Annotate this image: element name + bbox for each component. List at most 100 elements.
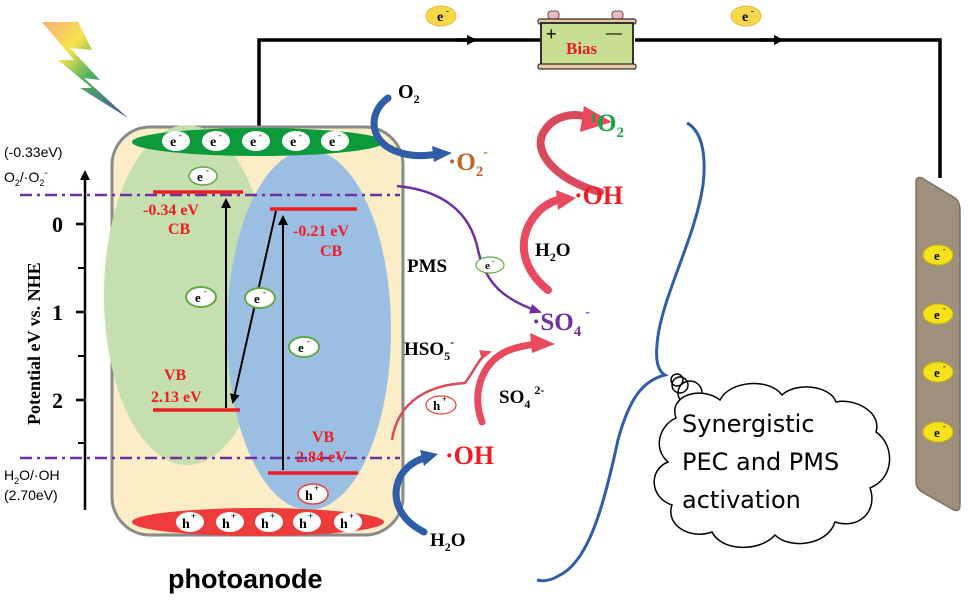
- cloud-line-3: activation: [682, 486, 801, 514]
- svg-text:-: -: [204, 287, 207, 296]
- plus-sign: +: [546, 24, 557, 44]
- cloud-shape: [653, 382, 891, 549]
- free-hole: h+: [297, 483, 329, 505]
- svg-text:h: h: [261, 517, 269, 532]
- water-oxidation-arrow: [392, 454, 428, 536]
- svg-text:h: h: [433, 398, 441, 413]
- cathode-electron: e -: [922, 303, 954, 325]
- pms-activation-arrow: [396, 184, 542, 314]
- svg-text:+: +: [314, 483, 319, 493]
- free-electron: e-: [188, 166, 218, 186]
- external-circuit: [257, 35, 942, 178]
- minus-sign: —: [606, 25, 622, 42]
- svg-text:e: e: [298, 340, 304, 355]
- free-electron: e-: [185, 286, 217, 308]
- synergy-brace: [536, 121, 706, 583]
- svg-text:e: e: [329, 135, 335, 150]
- arrow-head-icon: [420, 450, 438, 466]
- svg-text:h: h: [340, 517, 348, 532]
- svg-text:-: -: [179, 131, 182, 140]
- svg-text:+: +: [308, 511, 313, 521]
- left-cb-label: CB: [168, 221, 191, 238]
- svg-text:-: -: [299, 131, 302, 140]
- photoanode-caption: photoanode: [168, 564, 322, 594]
- svg-text:+: +: [191, 511, 196, 521]
- right-cb-value: -0.21 eV: [293, 223, 349, 240]
- wire-electron-1: e -: [425, 5, 457, 27]
- hso5-label: HSO5-: [404, 335, 454, 363]
- cathode-electron: e -: [922, 421, 954, 443]
- svg-text:+: +: [442, 395, 447, 404]
- hydroxyl-radical-label: ·OH: [574, 181, 623, 210]
- counter-electrode: e - e - e - e -: [915, 176, 961, 512]
- band-electrons: e- e- e- e- e-: [162, 131, 349, 151]
- o2-ref-value: (-0.33eV): [4, 144, 62, 160]
- singlet-oxygen-label: 1O2: [590, 110, 624, 141]
- semiconductor-right-region: [227, 150, 391, 510]
- svg-text:e: e: [742, 10, 748, 25]
- tick-label: 0: [52, 212, 63, 237]
- svg-text:h: h: [299, 517, 307, 532]
- right-cb-label: CB: [320, 243, 343, 260]
- svg-text:+: +: [270, 511, 275, 521]
- svg-text:-: -: [259, 131, 262, 140]
- o2-label: O2: [398, 81, 420, 106]
- oh-ref-value: (2.70eV): [4, 487, 58, 503]
- svg-text:H2O/·OH: H2O/·OH: [4, 467, 60, 486]
- svg-text:e: e: [934, 425, 940, 440]
- tick-label: 2: [52, 388, 63, 413]
- svg-text:e: e: [290, 135, 296, 150]
- tick-label: 1: [52, 300, 63, 325]
- left-band-structure: -0.34 eV CB VB 2.13 eV e- e-: [143, 166, 277, 412]
- hydroxyl-radical-label-bottom: ·OH: [445, 441, 494, 470]
- svg-text:e: e: [485, 260, 490, 272]
- svg-text:+: +: [231, 511, 236, 521]
- left-vb-value: 2.13 eV: [151, 389, 202, 406]
- free-electron: e-: [244, 287, 276, 309]
- superoxide-label: ·O2-: [448, 145, 488, 180]
- right-vb-label: VB: [312, 429, 335, 446]
- water-label: H2O: [535, 240, 571, 264]
- svg-text:-: -: [943, 362, 946, 371]
- arrow-head-icon: [580, 106, 612, 132]
- cathode-electron: e -: [922, 244, 954, 266]
- svg-text:e: e: [195, 290, 201, 305]
- bias-label: Bias: [566, 39, 598, 58]
- right-band-structure: -0.21 eV CB VB 2.84 eV e- e- h+: [244, 207, 358, 505]
- cathode-electron: e -: [922, 361, 954, 383]
- svg-text:h: h: [222, 517, 230, 532]
- arrow-head-icon: [432, 146, 452, 162]
- svg-text:e: e: [934, 307, 940, 322]
- svg-text:e: e: [254, 291, 260, 306]
- o2-ref-couple: O2/·O2-: [4, 168, 48, 188]
- svg-text:-: -: [943, 245, 946, 254]
- photoanode: [104, 125, 405, 537]
- cloud-line-2: PEC and PMS: [682, 448, 839, 476]
- svg-text:-: -: [263, 288, 266, 297]
- free-electron: e-: [288, 336, 320, 358]
- svg-text:-: -: [943, 304, 946, 313]
- svg-text:-: -: [307, 337, 310, 346]
- svg-text:e: e: [934, 248, 940, 263]
- svg-text:O2/·O2-: O2/·O2-: [4, 168, 48, 188]
- reaction-hole: h +: [425, 395, 457, 415]
- svg-text:e: e: [437, 10, 443, 25]
- left-cb-value: -0.34 eV: [143, 202, 199, 219]
- oh-ref-couple: H2O/·OH: [4, 467, 60, 486]
- svg-text:+: +: [349, 511, 354, 521]
- so4-to-radical-arrow: [474, 340, 542, 426]
- svg-text:e: e: [250, 135, 256, 150]
- bias-battery: + — Bias: [537, 10, 637, 70]
- svg-text:e: e: [210, 135, 216, 150]
- svg-text:e: e: [934, 365, 940, 380]
- svg-text:-: -: [206, 166, 209, 175]
- o2-reduction-arrow: [370, 94, 442, 160]
- band-holes: h+ h+ h+ h+ h+: [176, 511, 362, 532]
- h2o-to-oh-arrow: [519, 195, 566, 294]
- svg-text:-: -: [943, 422, 946, 431]
- svg-text:h: h: [305, 489, 313, 504]
- superoxide-to-singlet-arrow: [536, 111, 604, 196]
- pms-electron: e -: [475, 256, 505, 274]
- svg-text:h: h: [182, 517, 190, 532]
